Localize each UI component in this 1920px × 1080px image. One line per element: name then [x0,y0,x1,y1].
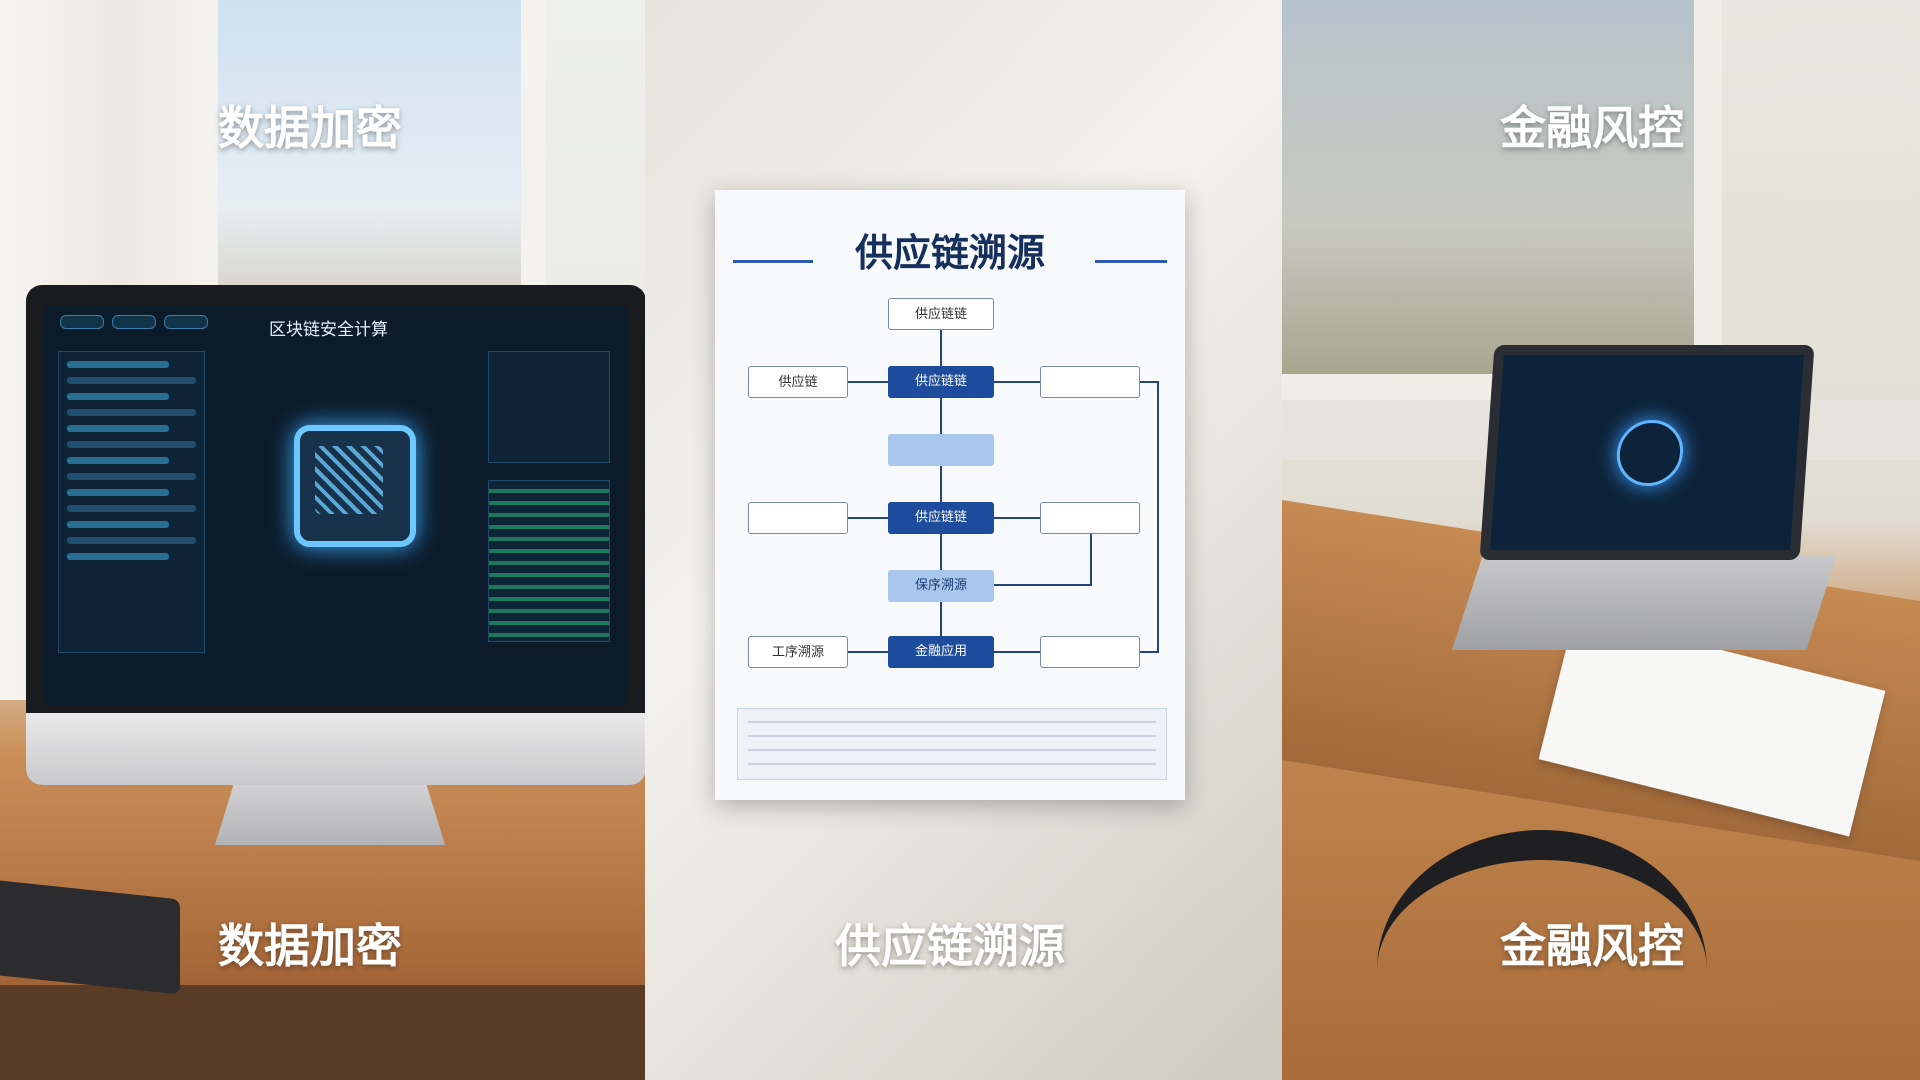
panel-financial-risk: 金融风控 金融风控 [1282,0,1920,1080]
screen-title: 区块链安全计算 [269,320,388,340]
screen-sidebar [58,351,205,653]
node-row3-center: 供应链链 [888,502,994,534]
notebook [0,880,180,995]
label-bottom-right: 金融风控 [1500,919,1684,973]
node-row1-right [1040,366,1140,398]
poster-title: 供应链溯源 [854,230,1045,275]
node-top: 供应链链 [888,298,994,330]
screen-tabs [60,315,208,329]
connector [940,534,942,570]
connector [940,466,942,502]
window [200,0,545,300]
connector [940,398,942,434]
window [1282,0,1722,400]
connector [1090,534,1092,586]
poster: 供应链溯源 供应链链 供应链 供应链链 供应链链 保序溯源 工序溯源 金融应用 [715,190,1185,800]
node-row1-center: 供应链链 [888,366,994,398]
panel-supply-chain: 供应链溯源 供应链链 供应链 供应链链 供应链链 保序溯源 工序溯源 金融应用 … [645,0,1282,1080]
connector [848,517,888,519]
node-row5-left: 工序溯源 [748,636,848,668]
connector [994,651,1040,653]
screen-stats-panel [488,351,610,463]
connector [994,517,1040,519]
laptop-screen-shield-icon [1479,345,1815,560]
title-rule-left [733,260,813,263]
connector [1140,381,1159,383]
connector [848,651,888,653]
node-row4-light: 保序溯源 [888,570,994,602]
label-bottom-left: 数据加密 [218,919,402,973]
node-row2-light [888,434,994,466]
poster-table [737,708,1167,780]
panel-data-encryption: 区块链安全计算 数据加密 数据加密 [0,0,645,1080]
connector [994,584,1092,586]
connector [848,381,888,383]
desk-edge [0,985,645,1080]
title-rule-right [1095,260,1167,263]
monitor: 区块链安全计算 [26,285,645,785]
connector [940,330,942,366]
connector [940,602,942,636]
node-row3-left [748,502,848,534]
connector [994,381,1040,383]
node-row5-right [1040,636,1140,668]
monitor-chin [26,713,645,785]
connector [1157,381,1159,653]
encryption-chip-icon [294,425,416,547]
label-top-left: 数据加密 [218,101,402,155]
laptop-keyboard [1452,555,1837,650]
label-top-right: 金融风控 [1500,101,1684,155]
label-bottom-middle: 供应链溯源 [835,919,1065,973]
node-row1-left: 供应链 [748,366,848,398]
connector [1140,651,1159,653]
monitor-screen: 区块链安全计算 [44,305,628,705]
node-row5-center: 金融应用 [888,636,994,668]
node-row3-right [1040,502,1140,534]
screen-data-panel [488,480,610,642]
